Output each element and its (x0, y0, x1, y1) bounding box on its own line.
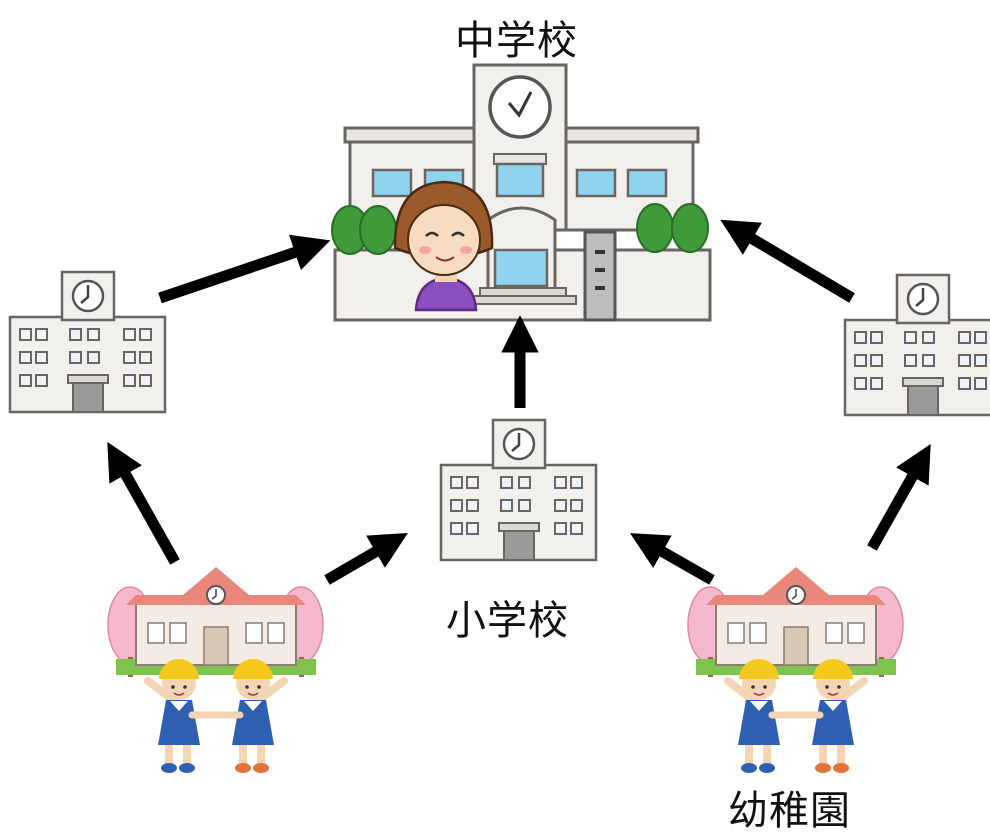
elementary-school-center-icon (439, 418, 598, 562)
arrow-left-kinder-to-left-elementary (107, 441, 180, 565)
kindergarten-left-icon (108, 567, 323, 773)
arrow-right-kinder-to-center-elementary (630, 533, 715, 585)
elementary-school-label: 小学校 (446, 598, 569, 644)
arrow-right-elementary-to-middle (720, 219, 855, 303)
elementary-school-left-icon (8, 270, 167, 414)
kindergarten-label: 幼稚園 (728, 788, 851, 834)
elementary-school-right-icon (843, 273, 990, 417)
arrow-left-elementary-to-middle (158, 234, 331, 304)
middle-school-label: 中学校 (455, 18, 578, 64)
middle-school-building-with-teacher-icon (331, 63, 712, 322)
kindergarten-right-icon (688, 567, 903, 773)
arrow-right-kinder-to-right-elementary (867, 443, 931, 551)
arrow-left-kinder-to-center-elementary (324, 532, 408, 585)
